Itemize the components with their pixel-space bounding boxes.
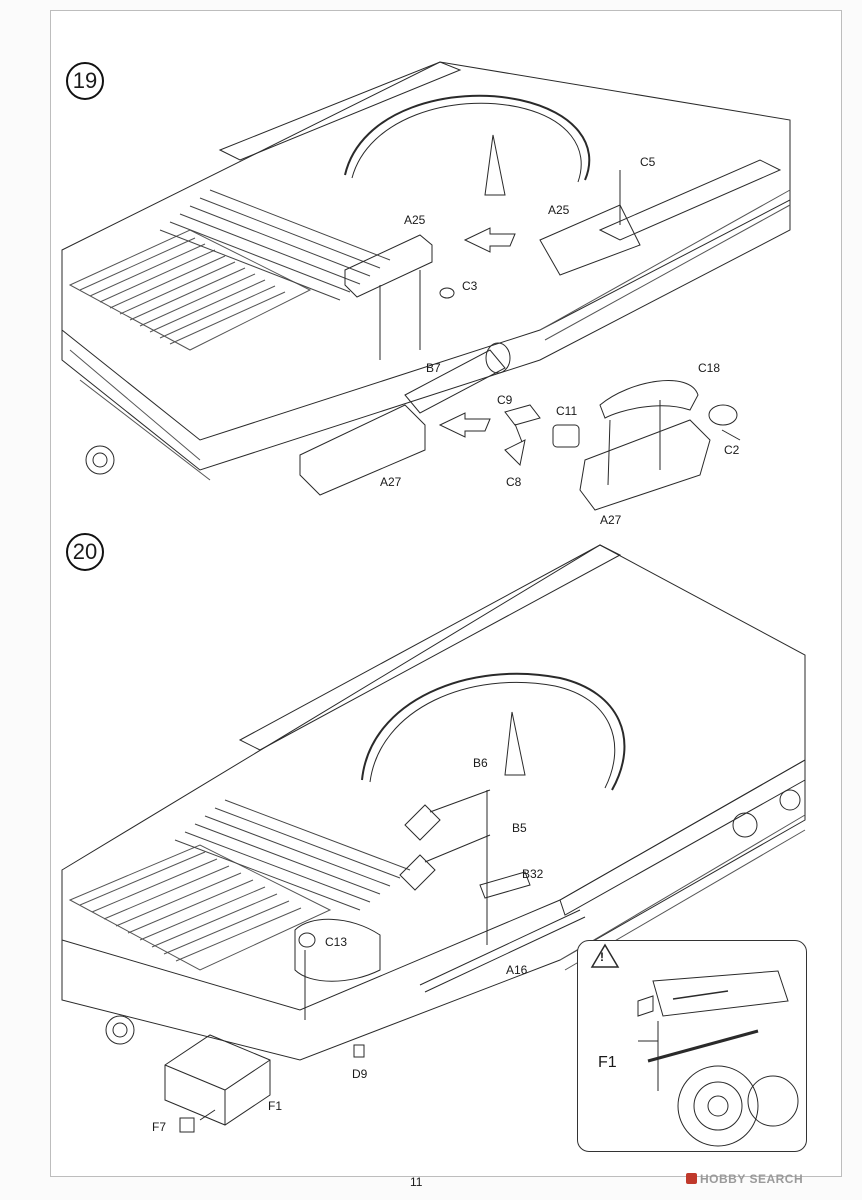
part-label: A27 — [600, 513, 622, 527]
page-number: 11 — [410, 1175, 423, 1189]
inset-drawing — [590, 943, 799, 1147]
part-label: F1 — [268, 1099, 283, 1113]
step-number: 20 — [66, 533, 104, 571]
part-label: C18 — [698, 361, 721, 375]
part-label: C9 — [497, 393, 513, 407]
step-19-drawing — [61, 61, 791, 511]
part-label: B5 — [512, 821, 527, 835]
part-label: B6 — [473, 756, 488, 770]
watermark-text: HOBBY SEARCH — [700, 1172, 804, 1186]
part-label: B32 — [522, 867, 544, 881]
detail-inset: ! F1 — [577, 940, 807, 1152]
part-label: A25 — [404, 213, 426, 227]
part-label: A16 — [506, 963, 528, 977]
part-label: C2 — [724, 443, 740, 457]
watermark-icon — [686, 1173, 697, 1184]
inset-part-label: F1 — [598, 1054, 617, 1071]
part-label: A27 — [380, 475, 402, 489]
part-label: C5 — [640, 155, 656, 169]
part-label: C13 — [325, 935, 348, 949]
part-label: C3 — [462, 279, 478, 293]
step-number: 19 — [66, 62, 104, 100]
part-label: B7 — [426, 361, 441, 375]
part-label: F7 — [152, 1120, 167, 1134]
part-label: C11 — [556, 404, 578, 418]
part-label: A25 — [548, 203, 570, 217]
warning-icon: ! — [600, 950, 604, 964]
part-label: C8 — [506, 475, 522, 489]
part-label: D9 — [352, 1067, 368, 1081]
